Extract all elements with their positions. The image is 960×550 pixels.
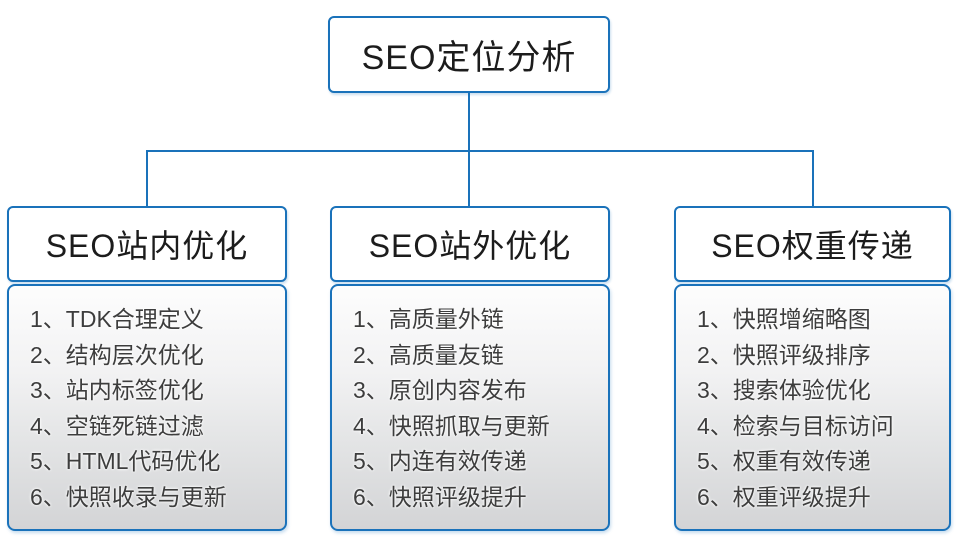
connector-root-vertical <box>468 92 470 151</box>
branch-list-offsite: 1、高质量外链 2、高质量友链 3、原创内容发布 4、快照抓取与更新 5、内连有… <box>330 284 610 531</box>
list-item: 2、结构层次优化 <box>30 341 204 368</box>
connector-left-vertical <box>146 150 148 208</box>
list-item: 5、HTML代码优化 <box>30 448 221 474</box>
list-item: 2、快照评级排序 <box>697 341 871 368</box>
list-item: 6、快照评级提升 <box>353 483 527 510</box>
list-item: 2、高质量友链 <box>353 341 504 368</box>
list-item: 4、快照抓取与更新 <box>353 412 550 439</box>
branch-list-onsite: 1、TDK合理定义 2、结构层次优化 3、站内标签优化 4、空链死链过滤 5、H… <box>7 284 287 531</box>
list-item: 1、快照增缩略图 <box>697 306 871 332</box>
branch-node-onsite: SEO站内优化 <box>7 206 287 282</box>
list-item: 6、快照收录与更新 <box>30 483 227 510</box>
root-node: SEO定位分析 <box>328 16 610 93</box>
list-item: 5、权重有效传递 <box>697 448 871 474</box>
list-item: 4、空链死链过滤 <box>30 412 204 439</box>
list-item: 4、检索与目标访问 <box>697 412 894 439</box>
list-item: 6、权重评级提升 <box>697 483 871 510</box>
connector-right-vertical <box>812 150 814 208</box>
list-item: 5、内连有效传递 <box>353 448 527 474</box>
list-item: 3、原创内容发布 <box>353 377 527 403</box>
branch-node-offsite: SEO站外优化 <box>330 206 610 282</box>
list-item: 1、TDK合理定义 <box>30 306 204 332</box>
branch-list-weight: 1、快照增缩略图 2、快照评级排序 3、搜索体验优化 4、检索与目标访问 5、权… <box>674 284 951 531</box>
root-node-title: SEO定位分析 <box>361 39 577 77</box>
branch-node-weight: SEO权重传递 <box>674 206 951 282</box>
connector-horizontal <box>146 150 814 152</box>
list-item: 3、搜索体验优化 <box>697 377 871 403</box>
list-item: 1、高质量外链 <box>353 306 504 332</box>
connector-middle-vertical <box>468 150 470 208</box>
list-item: 3、站内标签优化 <box>30 377 204 403</box>
branch-title-onsite: SEO站内优化 <box>45 228 249 264</box>
branch-title-weight: SEO权重传递 <box>711 228 914 264</box>
branch-title-offsite: SEO站外优化 <box>368 228 572 264</box>
